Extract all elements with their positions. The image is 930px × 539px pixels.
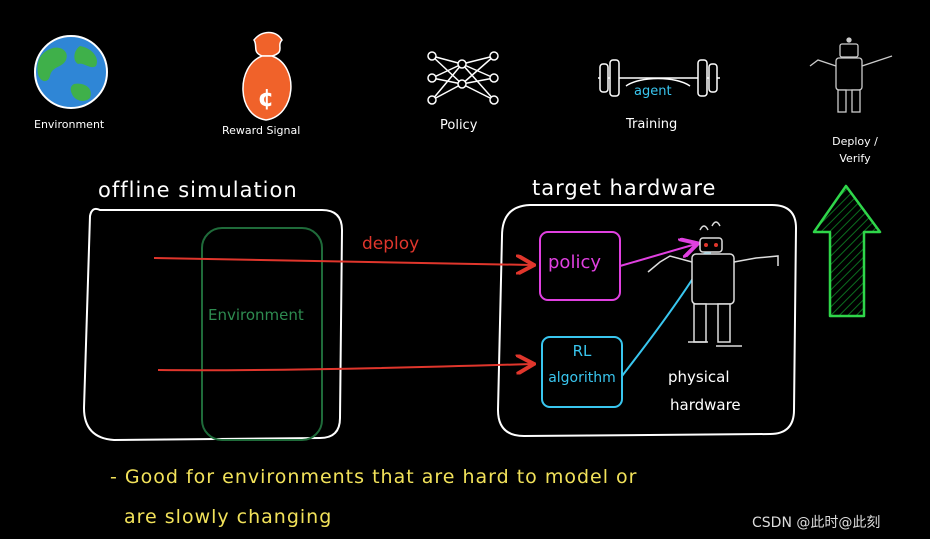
target-hardware-box — [496, 204, 798, 438]
policy-to-robot-arrow — [619, 244, 696, 267]
note-line1: - Good for environments that are hard to… — [110, 466, 638, 488]
rl-box-label-line1: RL — [572, 342, 592, 360]
physical-hardware-label-line1: physical — [668, 368, 730, 386]
deploy-arrow-lower — [157, 364, 532, 370]
environment-box — [201, 227, 323, 441]
offline-simulation-title: offline simulation — [98, 178, 298, 202]
offline-environment-label: Environment — [208, 306, 304, 324]
reward-cent-symbol: ¢ — [257, 84, 275, 112]
robot-icon — [809, 37, 893, 113]
deploy-verify-label-line1: Deploy / — [832, 135, 878, 148]
physical-hardware-label-line2: hardware — [670, 396, 741, 414]
training-icon-label: Training — [626, 117, 678, 132]
policy-icon-label: Policy — [440, 118, 478, 133]
watermark: CSDN @此时@此刻 — [752, 515, 881, 531]
money-bag-icon — [242, 31, 292, 121]
note-line2: are slowly changing — [124, 506, 333, 528]
physical-robot-icon — [647, 221, 779, 347]
rl-box-label-line2: algorithm — [548, 370, 616, 386]
deploy-label: deploy — [362, 234, 420, 254]
reward-signal-icon-label: Reward Signal — [222, 124, 301, 137]
target-hardware-title: target hardware — [532, 176, 717, 200]
neural-network-icon — [427, 51, 499, 105]
deploy-arrow-upper — [153, 258, 532, 265]
environment-icon-label: Environment — [34, 118, 105, 131]
rl-algorithm-box — [541, 336, 623, 408]
policy-box-label: policy — [548, 252, 601, 273]
deploy-verify-label-line2: Verify — [839, 152, 871, 165]
offline-simulation-box — [82, 207, 344, 442]
verify-up-arrow-icon — [812, 184, 882, 318]
training-agent-badge: agent — [634, 84, 672, 99]
barbell-icon — [598, 59, 720, 97]
globe-icon — [34, 35, 108, 109]
